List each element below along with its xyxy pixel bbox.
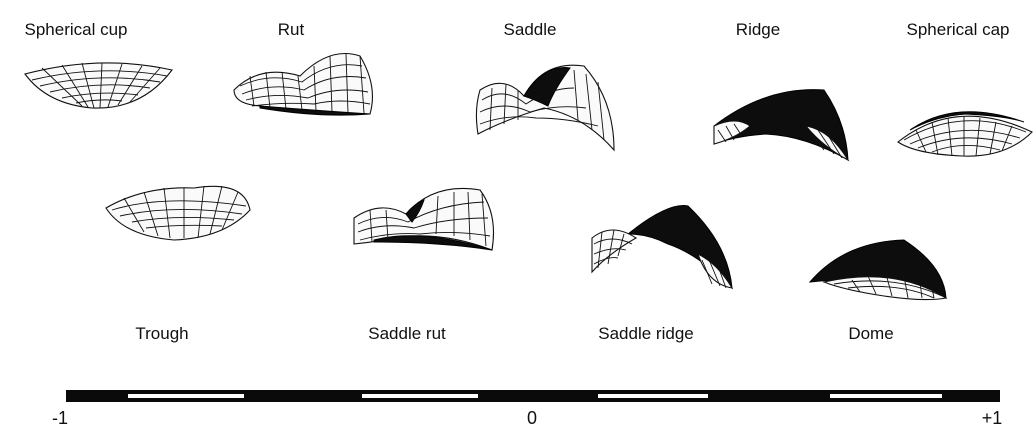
saddle-surface [474,60,622,156]
label-saddle-ridge: Saddle ridge [598,324,693,344]
scale-bar-segment [128,394,244,398]
scale-min-label: -1 [52,408,68,429]
scale-bar-segment [598,394,708,398]
spherical-cup-surface [22,58,178,114]
label-trough: Trough [135,324,188,344]
label-ridge: Ridge [736,20,780,40]
spherical-cap-surface [896,100,1033,160]
label-spherical-cup: Spherical cup [24,20,127,40]
scale-bar-segment [362,394,478,398]
label-rut: Rut [278,20,304,40]
rut-surface [230,46,378,118]
scale-mid-label: 0 [527,408,537,429]
scale-bar-segment [830,394,942,398]
scale-max-label: +1 [982,408,1003,429]
ridge-surface [706,86,852,164]
label-spherical-cap: Spherical cap [906,20,1009,40]
label-saddle-rut: Saddle rut [368,324,446,344]
trough-surface [104,180,254,244]
label-dome: Dome [848,324,893,344]
saddle-ridge-surface [588,204,736,294]
saddle-rut-surface [350,184,498,256]
shape-index-scale-bar [66,390,1000,402]
dome-surface [804,236,950,304]
label-saddle: Saddle [504,20,557,40]
